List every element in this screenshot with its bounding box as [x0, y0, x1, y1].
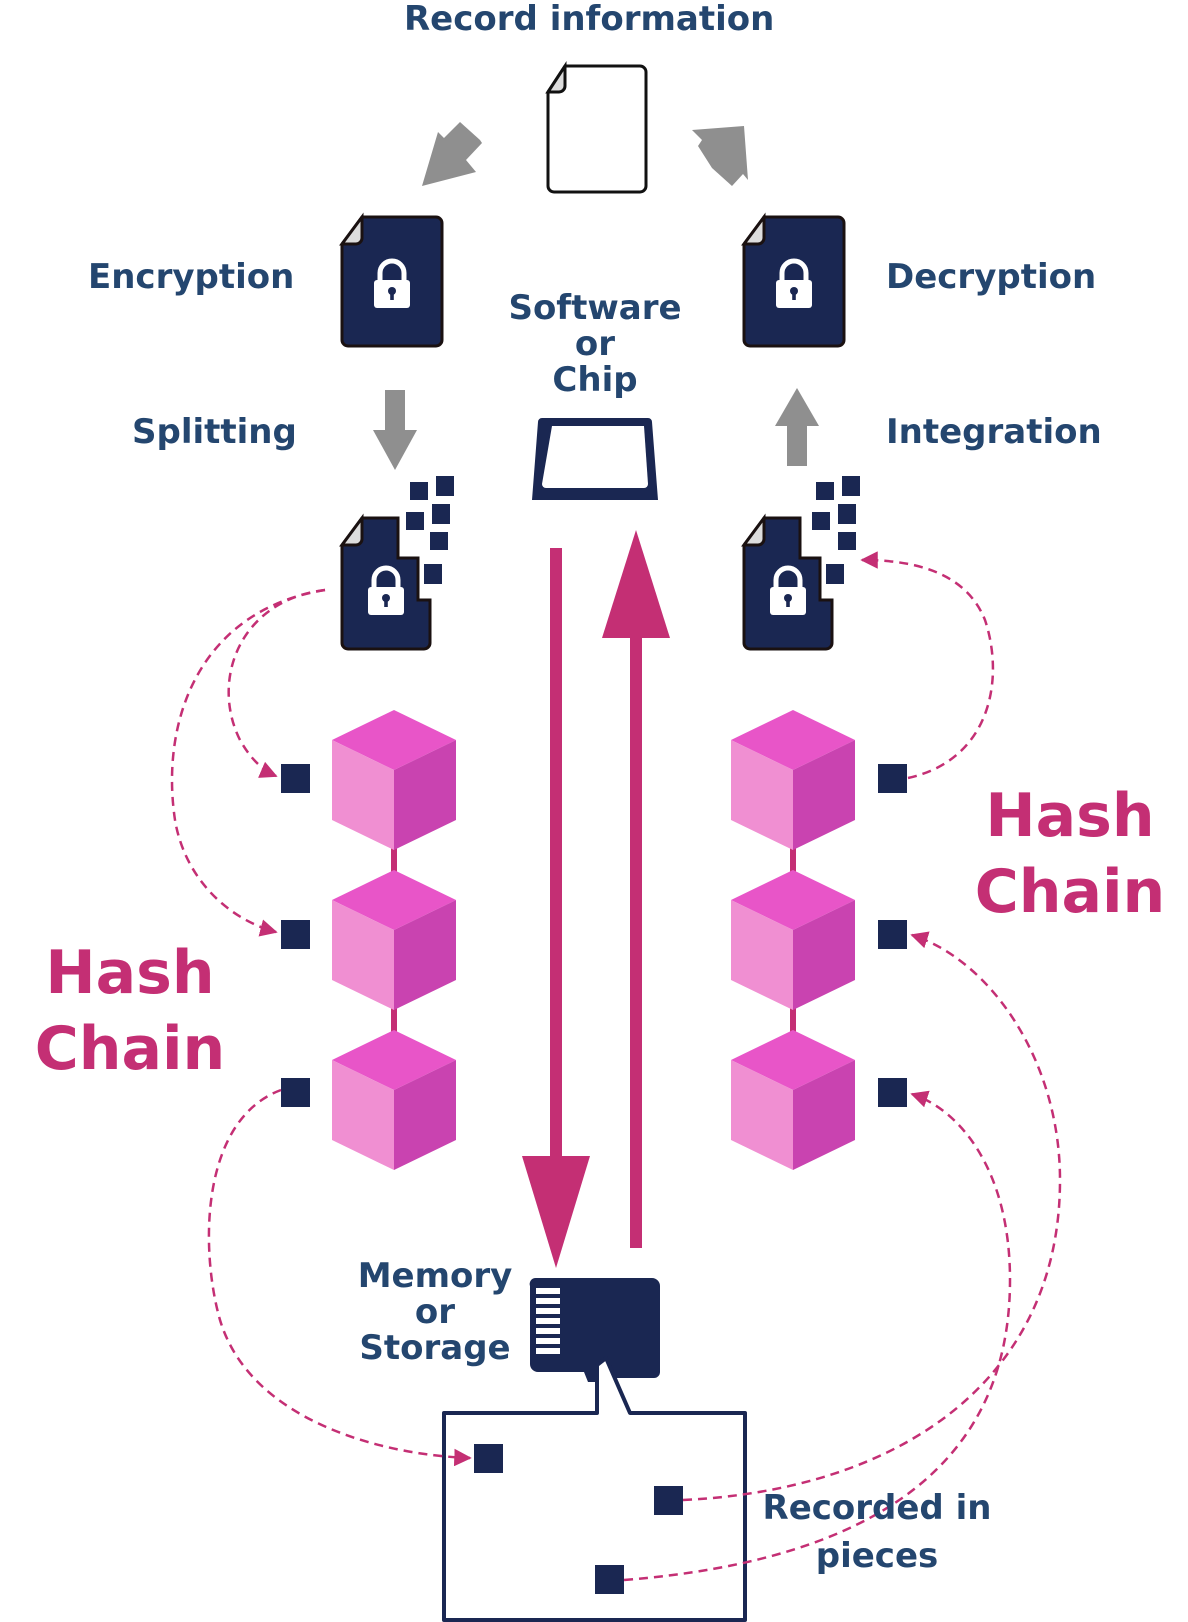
block-cube-icon	[332, 1030, 456, 1170]
chip-icon	[532, 418, 658, 500]
block-cube-icon	[731, 1030, 855, 1170]
arrow-integration-up-icon	[775, 388, 819, 466]
arrow-splitting-down-icon	[373, 390, 417, 470]
arrow-to-encryption-icon	[422, 122, 482, 186]
encrypted-document-right-icon	[741, 212, 846, 348]
processor-label-line2: or	[574, 324, 616, 364]
stored-piece-icon	[654, 1486, 683, 1515]
storage-callout	[442, 1356, 747, 1622]
hash-chain-left-line2: Chain	[34, 1014, 226, 1084]
arrow-down-to-storage-icon	[522, 548, 590, 1268]
dashed-arrow-block1-to-integration	[860, 551, 995, 780]
splitting-label: Splitting	[132, 412, 297, 452]
storage-label: Memory or Storage	[345, 1258, 525, 1366]
hash-chain-right	[731, 710, 907, 1170]
stored-piece-icon	[474, 1444, 503, 1473]
integration-label: Integration	[886, 412, 1102, 452]
processor-label-line3: Chip	[552, 360, 638, 400]
hash-chain-left-label: Hash Chain	[20, 935, 240, 1087]
data-piece-icon	[878, 764, 907, 793]
dashed-links	[170, 551, 1062, 1582]
memory-card-icon	[529, 1277, 660, 1382]
block-cube-icon	[332, 710, 456, 850]
hash-chain-right-line2: Chain	[974, 857, 1166, 927]
data-piece-icon	[281, 764, 310, 793]
encryption-label: Encryption	[88, 257, 295, 297]
data-piece-icon	[878, 920, 907, 949]
processor-label: Software or Chip	[495, 290, 695, 398]
arrow-up-to-chip-icon	[602, 530, 670, 1248]
split-document-right-icon	[741, 476, 860, 651]
dashed-arrow-storage-to-block2	[682, 931, 1062, 1502]
dashed-arrow-block3-to-storage	[207, 1088, 472, 1467]
recorded-label-line1: Recorded in	[762, 1488, 992, 1528]
encrypted-document-left-icon	[339, 212, 444, 348]
split-document-left-icon	[339, 476, 454, 651]
block-cube-icon	[332, 870, 456, 1010]
recorded-label-line2: pieces	[815, 1536, 939, 1576]
hash-chain-right-label: Hash Chain	[955, 778, 1185, 930]
document-icon	[545, 60, 648, 194]
dashed-arrow-split-to-block1	[227, 588, 326, 778]
data-piece-icon	[878, 1078, 907, 1107]
hash-chain-right-line1: Hash	[985, 781, 1155, 851]
block-cube-icon	[731, 710, 855, 850]
stored-piece-icon	[595, 1565, 624, 1594]
storage-label-line1: Memory	[357, 1256, 513, 1296]
page-title: Record information	[404, 0, 775, 39]
hash-chain-left	[281, 710, 456, 1170]
storage-label-line3: Storage	[359, 1328, 511, 1368]
recorded-label: Recorded in pieces	[752, 1484, 1002, 1580]
processor-label-line1: Software	[508, 288, 682, 328]
dashed-arrow-split-to-block2	[170, 588, 326, 937]
data-piece-icon	[281, 920, 310, 949]
hash-chain-left-line1: Hash	[45, 938, 215, 1008]
block-cube-icon	[731, 870, 855, 1010]
data-piece-icon	[281, 1078, 310, 1107]
storage-label-line2: or	[414, 1292, 456, 1332]
arrow-to-record-icon	[692, 126, 748, 186]
decryption-label: Decryption	[886, 257, 1097, 297]
